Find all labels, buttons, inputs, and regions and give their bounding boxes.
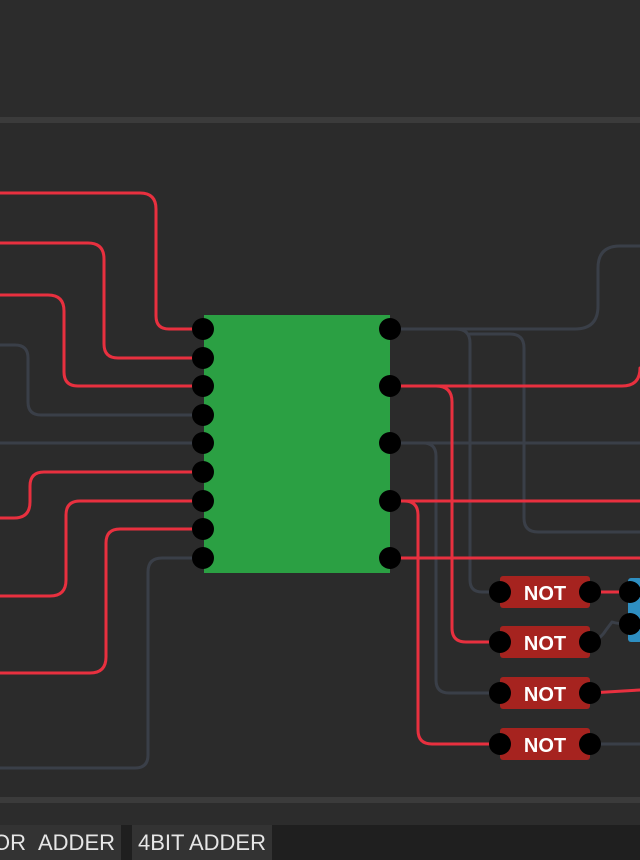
not-gate[interactable]: NOT (489, 677, 601, 709)
not-gate-input-pin[interactable] (489, 682, 511, 704)
chip-input-pin[interactable] (192, 490, 214, 512)
not-gate[interactable]: NOT (489, 728, 601, 760)
chip-button-4bit-adder[interactable]: 4BIT ADDER (132, 825, 272, 860)
wire-off[interactable] (468, 332, 640, 534)
chip-input-pin[interactable] (192, 432, 214, 454)
wire-on[interactable] (0, 191, 204, 331)
wire-off[interactable] (388, 441, 502, 695)
chip-input-pin[interactable] (192, 461, 214, 483)
not-gate[interactable]: NOT (489, 626, 601, 658)
not-gate-label: NOT (524, 633, 566, 655)
wire-on[interactable] (0, 241, 204, 360)
chip-input-pin[interactable] (192, 404, 214, 426)
chip-input-pin[interactable] (192, 375, 214, 397)
main-chip[interactable] (204, 315, 390, 573)
chip-output-pin[interactable] (379, 490, 401, 512)
partial-chip-input-pin[interactable] (619, 613, 640, 635)
not-gate-label: NOT (524, 583, 566, 605)
chip-input-pin[interactable] (192, 547, 214, 569)
chip-output-pin[interactable] (379, 375, 401, 397)
not-gate-output-pin[interactable] (579, 581, 601, 603)
chip-input-pin[interactable] (192, 347, 214, 369)
not-gate-output-pin[interactable] (579, 631, 601, 653)
wire-on[interactable] (0, 527, 204, 675)
not-gate-output-pin[interactable] (579, 733, 601, 755)
chip-output-pin[interactable] (379, 318, 401, 340)
wire-off[interactable] (388, 244, 640, 331)
chip-output-pin[interactable] (379, 547, 401, 569)
not-gate-output-pin[interactable] (579, 682, 601, 704)
bottom-divider (0, 797, 640, 803)
not-gate-label: NOT (524, 735, 566, 757)
chip-output-pin[interactable] (379, 432, 401, 454)
wire-on[interactable] (0, 293, 204, 388)
not-gate-label: NOT (524, 684, 566, 706)
not-gate-input-pin[interactable] (489, 581, 511, 603)
wire-on[interactable] (388, 384, 502, 644)
wire-off[interactable] (0, 343, 204, 417)
wire-on[interactable] (0, 499, 204, 598)
chip-button-adder[interactable]: ADDER (32, 825, 122, 860)
not-gate-input-pin[interactable] (489, 733, 511, 755)
chip-button-or[interactable]: OR (0, 825, 32, 860)
wire-off[interactable] (388, 327, 502, 594)
bottom-panel (0, 803, 640, 825)
chip-input-pin[interactable] (192, 518, 214, 540)
not-gate[interactable]: NOT (489, 576, 601, 608)
wire-on[interactable] (388, 366, 640, 388)
chip-bar: OR ADDER 4BIT ADDER (0, 825, 640, 860)
top-divider (0, 117, 640, 123)
wire-off[interactable] (0, 556, 204, 770)
chip-input-pin[interactable] (192, 318, 214, 340)
wire-on[interactable] (0, 470, 204, 520)
not-gate-input-pin[interactable] (489, 631, 511, 653)
partial-chip-input-pin[interactable] (619, 581, 640, 603)
wire-on[interactable] (388, 499, 502, 746)
top-panel (0, 0, 640, 117)
